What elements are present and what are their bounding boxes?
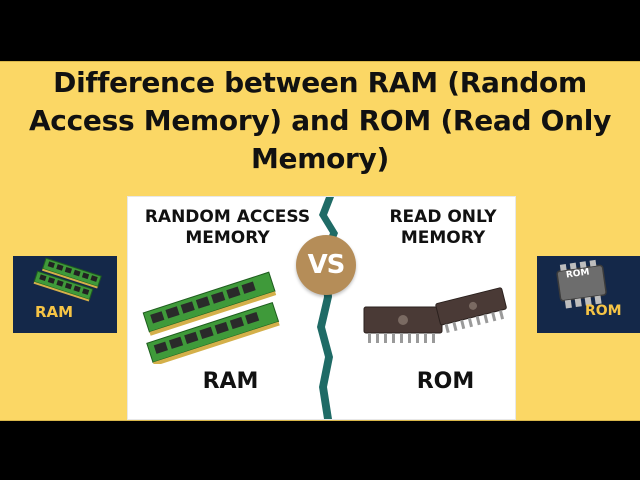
rom-heading: READ ONLY MEMORY — [373, 207, 513, 249]
ram-modules-icon — [142, 271, 280, 364]
ram-card-label: RAM — [35, 303, 74, 321]
rom-chip-icon — [556, 259, 607, 309]
title-line-2: Access Memory) and ROM (Read Only — [28, 104, 612, 137]
split-divider — [317, 197, 338, 419]
rom-heading-line-1: READ ONLY — [389, 207, 497, 227]
vs-label: VS — [307, 250, 346, 280]
ram-thumbnail-card: RAM — [13, 256, 117, 333]
vs-badge: VS — [296, 235, 356, 295]
title-line-1: Difference between RAM (Random — [53, 66, 587, 99]
page-title: Difference between RAM (Random Access Me… — [0, 64, 640, 178]
rom-label: ROM — [416, 369, 475, 394]
rom-chips-icon — [363, 287, 507, 343]
title-line-3: Memory) — [250, 142, 390, 175]
ram-label: RAM — [202, 369, 259, 394]
rom-heading-line-2: MEMORY — [400, 228, 486, 248]
ram-heading-line-2: MEMORY — [185, 228, 270, 248]
rom-card-label: ROM — [585, 303, 622, 319]
ram-heading: RANDOM ACCESS MEMORY — [130, 207, 325, 249]
comparison-panel: RANDOM ACCESS MEMORY READ ONLY MEMORY VS — [127, 196, 516, 420]
rom-thumbnail-card: ROM ROM — [537, 256, 640, 333]
ram-heading-line-1: RANDOM ACCESS — [144, 207, 311, 227]
ram-sticks-icon — [33, 257, 102, 302]
